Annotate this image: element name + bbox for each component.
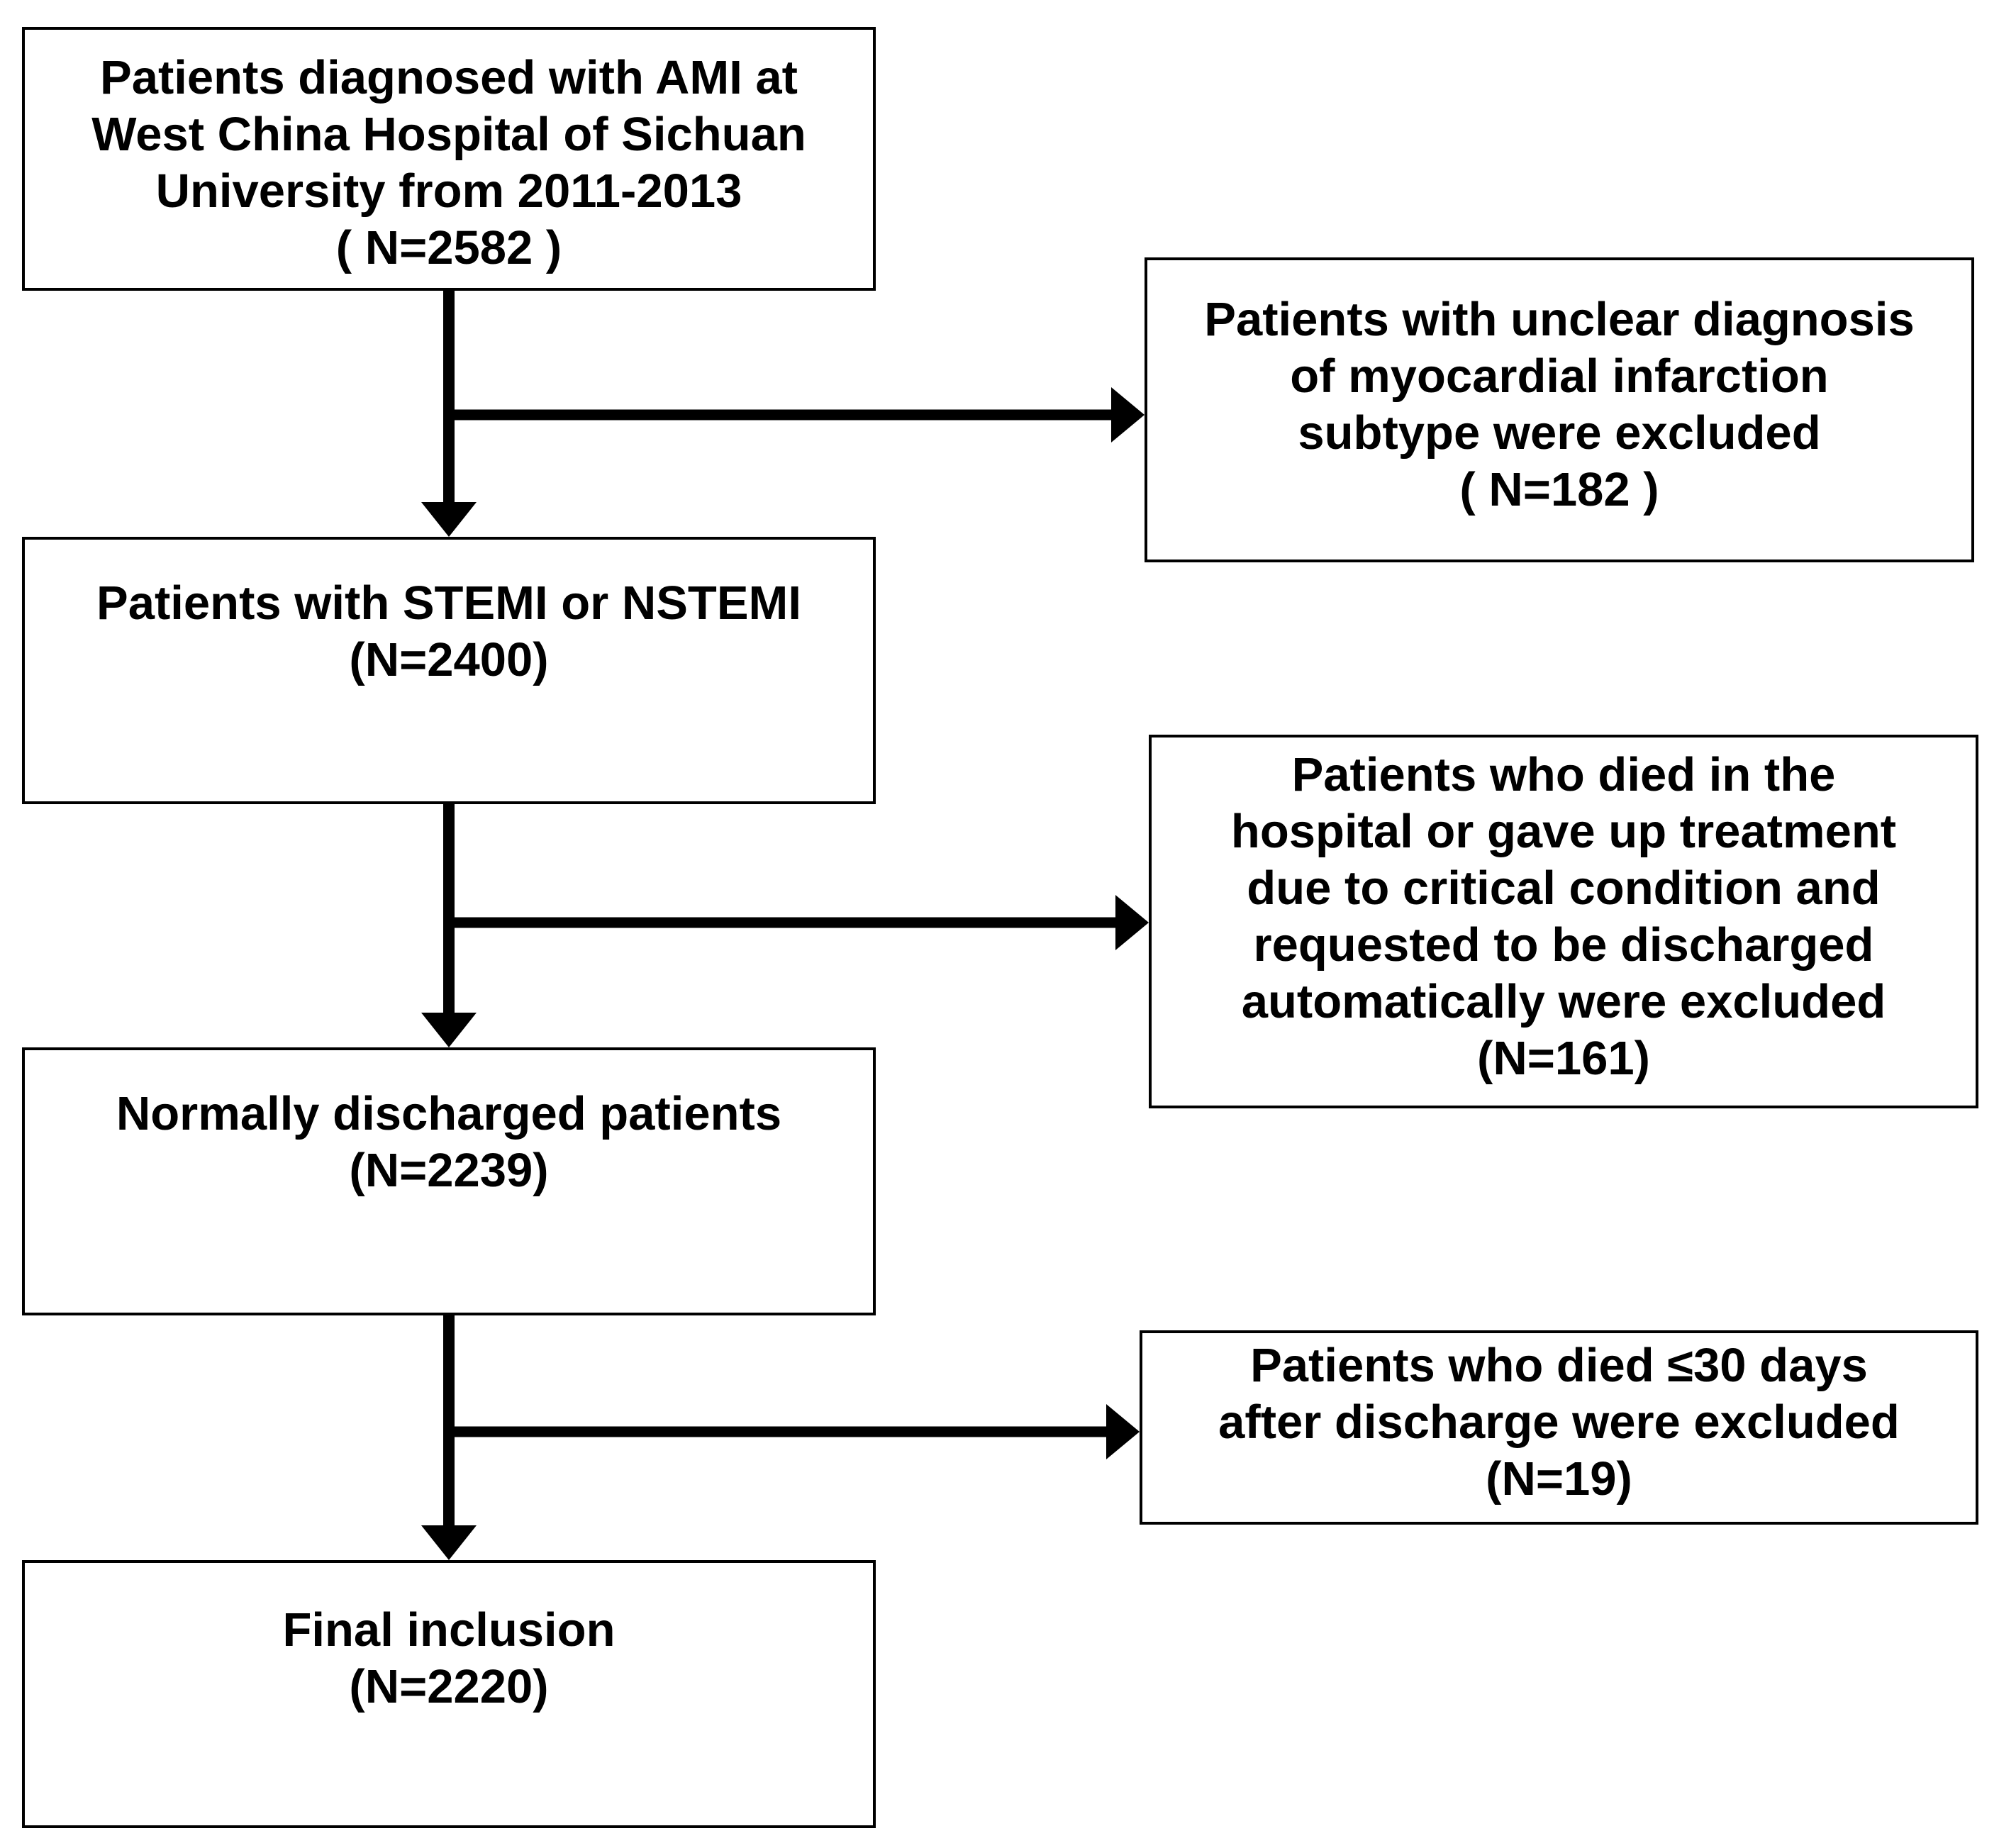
step-line: Patients with STEMI or NSTEMI <box>96 576 801 630</box>
exclusion-line: hospital or gave up treatment <box>1230 804 1897 858</box>
step-line: University from 2011-2013 <box>155 165 742 218</box>
box-final-inclusion: Final inclusion (N=2220) <box>22 1560 876 1828</box>
step-count: (N=2239) <box>349 1144 549 1197</box>
arrow-to-exclusion-2 <box>449 895 1149 950</box>
exclusion-line: after discharge were excluded <box>1218 1396 1900 1449</box>
exclusion-line: Patients who died ≤30 days <box>1250 1339 1868 1392</box>
box-exclusion-in-hospital-death: Patients who died in the hospital or gav… <box>1149 735 1978 1108</box>
box-ami-patients: Patients diagnosed with AMI at West Chin… <box>22 27 876 291</box>
exclusion-line: of myocardial infarction <box>1290 350 1829 403</box>
exclusion-line: subtype were excluded <box>1298 406 1821 460</box>
exclusion-count: (N=19) <box>1486 1452 1632 1505</box>
step-count: (N=2400) <box>349 633 549 686</box>
arrow-step1-to-step2 <box>421 291 477 537</box>
exclusion-line: requested to be discharged <box>1253 918 1874 972</box>
step-line: Normally discharged patients <box>116 1087 782 1140</box>
step-line: Patients diagnosed with AMI at <box>100 51 798 104</box>
arrow-step3-to-step4 <box>421 1315 477 1560</box>
exclusion-count: ( N=182 ) <box>1459 463 1659 516</box>
exclusion-line: due to critical condition and <box>1247 861 1881 915</box>
arrow-to-exclusion-1 <box>449 387 1145 442</box>
box-stemi-nstemi: Patients with STEMI or NSTEMI (N=2400) <box>22 537 876 804</box>
box-exclusion-unclear-subtype: Patients with unclear diagnosis of myoca… <box>1145 257 1974 562</box>
exclusion-count: (N=161) <box>1477 1031 1650 1085</box>
step-count: ( N=2582 ) <box>335 221 562 274</box>
arrow-to-exclusion-3 <box>449 1404 1140 1459</box>
exclusion-line: automatically were excluded <box>1241 974 1886 1028</box>
step-line: West China Hospital of Sichuan <box>91 108 806 161</box>
step-line: Final inclusion <box>282 1603 616 1657</box>
step-count: (N=2220) <box>349 1660 549 1713</box>
exclusion-line: Patients with unclear diagnosis <box>1204 293 1915 346</box>
exclusion-line: Patients who died in the <box>1291 747 1836 801</box>
box-normally-discharged: Normally discharged patients (N=2239) <box>22 1047 876 1315</box>
box-exclusion-30-day-death: Patients who died ≤30 days after dischar… <box>1140 1330 1978 1525</box>
arrow-step2-to-step3 <box>421 804 477 1047</box>
